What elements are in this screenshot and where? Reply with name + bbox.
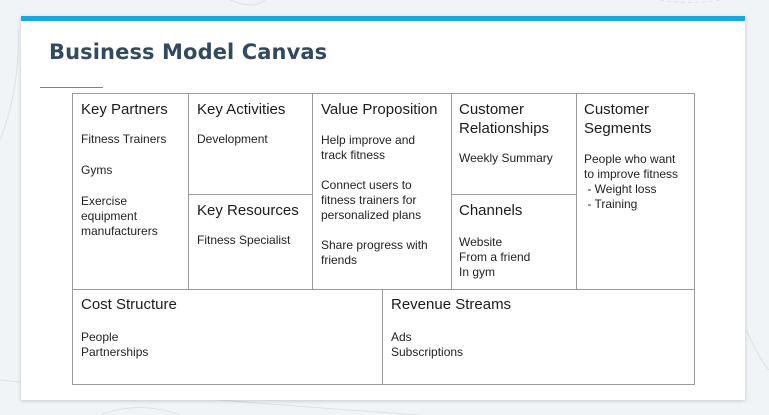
list-item: In gym	[459, 265, 496, 279]
key-activities-cell: Key Activities Development	[189, 94, 313, 195]
customer-relationships-cell: Customer Relationships Weekly Summary	[452, 94, 577, 195]
channels-cell: Channels Website From a friend In gym	[452, 195, 577, 290]
value-proposition-cell: Value Proposition Help improve and track…	[313, 94, 452, 290]
customer-segments-heading: Customer Segments	[584, 101, 652, 137]
channels-heading: Channels	[459, 202, 523, 219]
customer-relationships-heading: Customer Relationships	[459, 101, 550, 137]
list-item: - Training	[584, 197, 638, 211]
list-item: Gyms	[81, 163, 113, 177]
list-item: Development	[197, 132, 268, 146]
list-item: Partnerships	[81, 345, 149, 359]
title-underline	[40, 87, 103, 88]
list-item: Help improve and track fitness	[321, 133, 416, 162]
list-item: Exercise equipment manufacturers	[81, 194, 158, 238]
key-partners-cell: Key Partners Fitness Trainers Gyms Exerc…	[73, 94, 189, 290]
list-item: Fitness Specialist	[197, 233, 291, 247]
revenue-streams-cell: Revenue Streams Ads Subscriptions	[383, 290, 694, 384]
list-item: People	[81, 330, 119, 344]
list-item: From a friend	[459, 250, 531, 264]
slide-card: Business Model Canvas Key Partners Fitne…	[21, 16, 745, 400]
customer-segments-cell: Customer Segments People who want to imp…	[577, 94, 694, 290]
key-resources-cell: Key Resources Fitness Specialist	[189, 195, 313, 290]
revenue-streams-heading: Revenue Streams	[391, 296, 512, 313]
value-proposition-heading: Value Proposition	[321, 101, 438, 118]
list-item: - Weight loss	[584, 182, 657, 196]
list-item: Connect users to fitness trainers for pe…	[321, 178, 422, 222]
business-model-canvas: Key Partners Fitness Trainers Gyms Exerc…	[72, 93, 695, 385]
list-item: People who want to improve fitness	[584, 152, 679, 181]
list-item: Weekly Summary	[459, 151, 553, 165]
page-title: Business Model Canvas	[49, 40, 328, 64]
key-partners-heading: Key Partners	[81, 101, 168, 118]
list-item: Subscriptions	[391, 345, 464, 359]
key-activities-heading: Key Activities	[197, 101, 286, 118]
cost-structure-heading: Cost Structure	[81, 296, 177, 313]
list-item: Fitness Trainers	[81, 132, 167, 146]
list-item: Share progress with friends	[321, 238, 428, 267]
cost-structure-cell: Cost Structure People Partnerships	[73, 290, 383, 384]
list-item: Website	[459, 235, 503, 249]
list-item: Ads	[391, 330, 412, 344]
key-resources-heading: Key Resources	[197, 202, 299, 219]
